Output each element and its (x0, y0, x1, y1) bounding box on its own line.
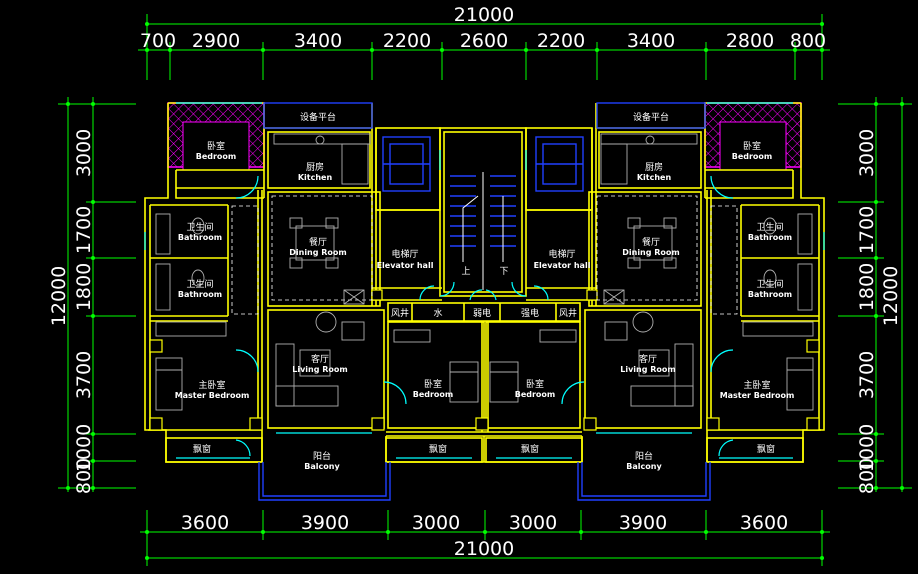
dim-bottom-3: 3000 (412, 512, 460, 534)
dim-top-5: 2600 (460, 30, 508, 52)
label-elevator-right-en: Elevator hall (534, 261, 591, 270)
label-bay-left2: 飘窗 (429, 443, 447, 455)
dim-right-2: 1700 (856, 206, 878, 254)
dim-right-6: 800 (856, 458, 878, 494)
label-balcony-left-zh: 阳台 (313, 450, 331, 462)
label-bedroom-top-right-zh: 卧室 (743, 140, 761, 152)
label-dining-left-zh: 餐厅 (309, 236, 327, 248)
label-stair-up: 上 (461, 266, 470, 277)
dim-top-4: 2200 (383, 30, 431, 52)
label-dining-left-en: Dining Room (289, 248, 347, 257)
label-kitchen-right-zh: 厨房 (645, 161, 663, 173)
dim-top-9: 800 (790, 30, 826, 52)
dim-right-total: 12000 (880, 266, 902, 326)
label-bedroom-center2-en: Bedroom (515, 390, 556, 399)
dim-top-8: 2800 (726, 30, 774, 52)
label-master-right-zh: 主卧室 (743, 379, 770, 391)
hatched-areas (167, 102, 802, 171)
dim-top-7: 3400 (627, 30, 675, 52)
label-bath2-right-en: Bathroom (748, 290, 792, 299)
dim-top-3: 3400 (294, 30, 342, 52)
label-equip-platform-left: 设备平台 (300, 111, 336, 123)
label-bath1-right-zh: 卫生间 (756, 221, 783, 233)
dim-left-1: 3000 (73, 129, 95, 177)
label-bath2-right-zh: 卫生间 (756, 278, 783, 290)
label-master-left-en: Master Bedroom (175, 391, 250, 400)
room-labels: 设备平台 设备平台 卧室 Bedroom 卧室 Bedroom 厨房 Kitch… (175, 111, 795, 471)
label-master-right-en: Master Bedroom (720, 391, 795, 400)
dim-left-5: 1000 (73, 424, 95, 472)
dim-top-2: 2900 (192, 30, 240, 52)
label-bedroom-center1-en: Bedroom (413, 390, 454, 399)
label-dining-right-zh: 餐厅 (642, 236, 660, 248)
dim-left-3: 1800 (73, 263, 95, 311)
dim-bottom-2: 3900 (301, 512, 349, 534)
label-living-right-zh: 客厅 (639, 353, 657, 365)
label-elevator-right-zh: 电梯厅 (548, 248, 575, 260)
dim-right-5: 1000 (856, 424, 878, 472)
furniture (155, 133, 814, 411)
label-kitchen-right-en: Kitchen (637, 173, 672, 182)
label-living-left-zh: 客厅 (311, 353, 329, 365)
walls (144, 102, 825, 463)
label-bay-right1: 飘窗 (521, 443, 539, 455)
label-elevator-left-en: Elevator hall (377, 261, 434, 270)
dim-left-total: 12000 (48, 266, 70, 326)
label-bedroom-top-left-en: Bedroom (196, 152, 237, 161)
label-balcony-left-en: Balcony (304, 462, 340, 471)
label-shaft-wind-left: 风井 (391, 307, 409, 319)
label-bay-left1: 飘窗 (193, 443, 211, 455)
dim-left-6: 800 (73, 458, 95, 494)
dim-right-4: 3700 (856, 351, 878, 399)
label-balcony-right-zh: 阳台 (635, 450, 653, 462)
dim-right-1: 3000 (856, 129, 878, 177)
label-bedroom-center1-zh: 卧室 (424, 378, 442, 390)
label-bay-right2: 飘窗 (757, 443, 775, 455)
dim-top-total: 21000 (454, 4, 514, 26)
label-shaft-strong: 强电 (521, 307, 539, 319)
dim-bottom-1: 3600 (181, 512, 229, 534)
platforms-balconies (258, 102, 711, 501)
dim-bottom-total: 21000 (454, 538, 514, 560)
label-bath2-left-en: Bathroom (178, 290, 222, 299)
label-shaft-wind-right: 风井 (559, 307, 577, 319)
label-shaft-weak: 弱电 (473, 307, 491, 319)
dim-left-4: 3700 (73, 351, 95, 399)
label-master-left-zh: 主卧室 (198, 379, 225, 391)
dim-bottom-4: 3000 (509, 512, 557, 534)
label-elevator-left-zh: 电梯厅 (391, 248, 418, 260)
label-kitchen-left-zh: 厨房 (306, 161, 324, 173)
dim-right-3: 1800 (856, 263, 878, 311)
label-bedroom-top-right-en: Bedroom (732, 152, 773, 161)
label-bath2-left-zh: 卫生间 (186, 278, 213, 290)
label-bath1-left-zh: 卫生间 (186, 221, 213, 233)
dashed-lines (231, 195, 738, 315)
glazing (144, 102, 825, 459)
label-shaft-water: 水 (433, 307, 442, 319)
label-living-left-en: Living Room (292, 365, 348, 374)
label-stair-down: 下 (499, 267, 508, 277)
label-equip-platform-right: 设备平台 (633, 111, 669, 123)
label-bath1-right-en: Bathroom (748, 233, 792, 242)
dim-left-2: 1700 (73, 206, 95, 254)
label-bedroom-center2-zh: 卧室 (526, 378, 544, 390)
columns (149, 289, 820, 431)
label-kitchen-left-en: Kitchen (298, 173, 333, 182)
dim-top-1: 700 (140, 30, 176, 52)
label-living-right-en: Living Room (620, 365, 676, 374)
label-dining-right-en: Dining Room (622, 248, 680, 257)
label-balcony-right-en: Balcony (626, 462, 662, 471)
dim-bottom-6: 3600 (740, 512, 788, 534)
label-bedroom-top-left-zh: 卧室 (207, 140, 225, 152)
dim-bottom-5: 3900 (619, 512, 667, 534)
label-bath1-left-en: Bathroom (178, 233, 222, 242)
dimension-ticks (66, 22, 904, 560)
dim-top-6: 2200 (537, 30, 585, 52)
stair-arrows (462, 172, 504, 290)
